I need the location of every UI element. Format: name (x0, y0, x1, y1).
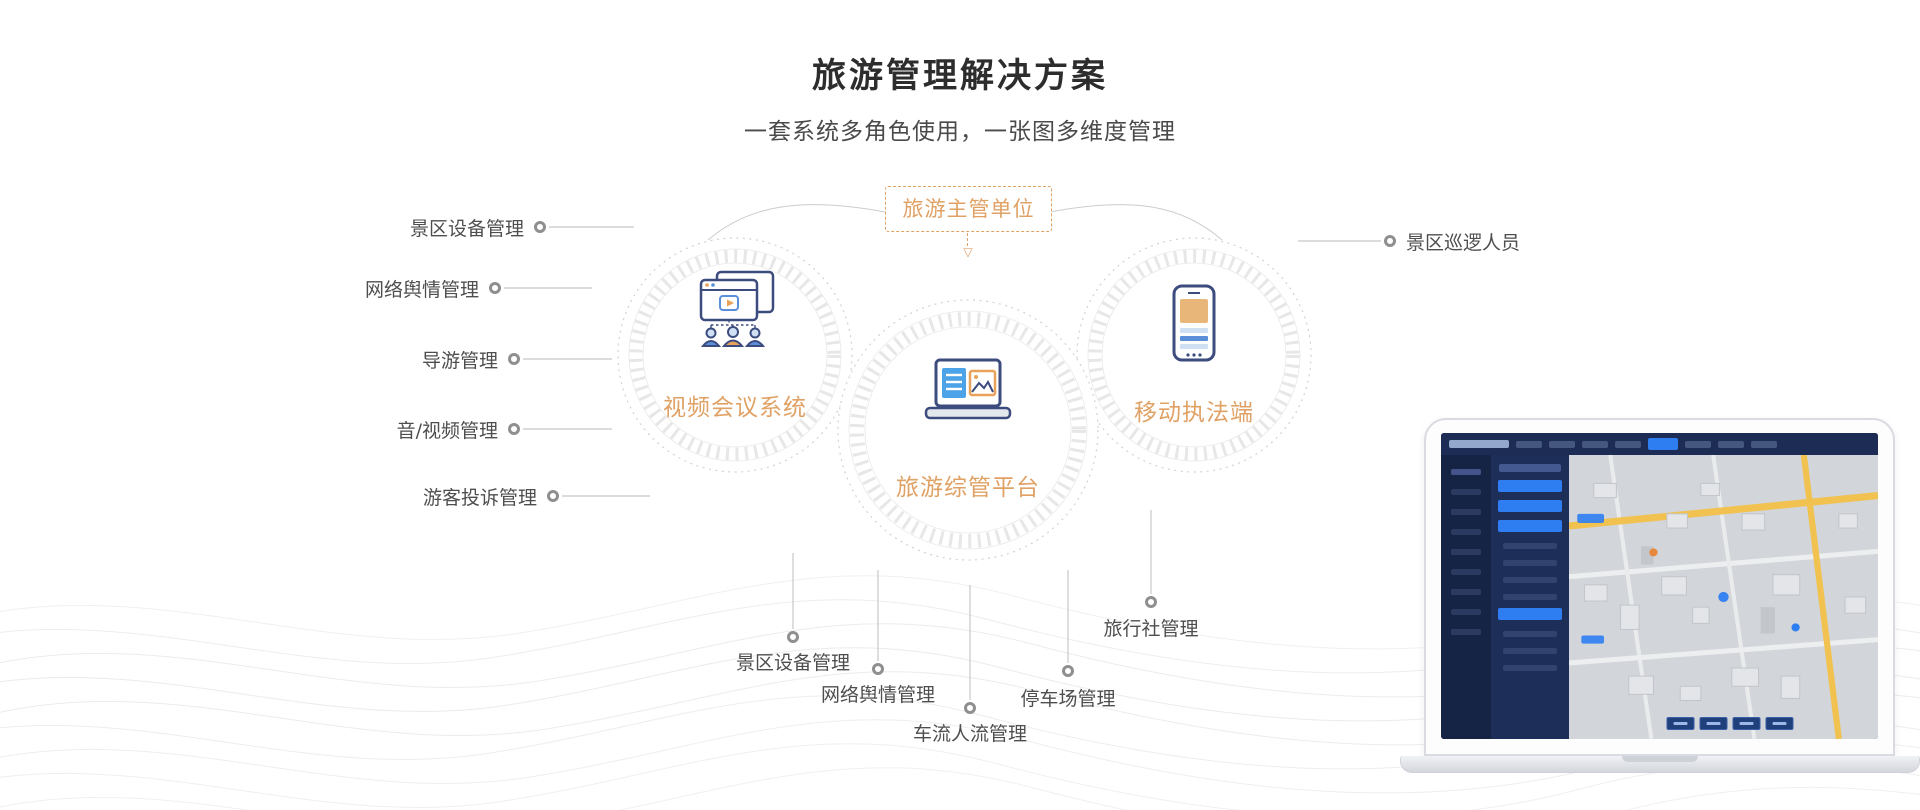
laptop-mockup-base (1400, 756, 1920, 773)
right-label-0-text: 景区巡逻人员 (1406, 231, 1521, 254)
bottom-label-3: 停车场管理 (1020, 688, 1116, 710)
bottom-label-0: 景区设备管理 (735, 652, 850, 674)
dashboard-illustration (1441, 433, 1878, 739)
dashboard-logo (1449, 440, 1509, 448)
left-label-3: 音/视频管理 (397, 416, 520, 442)
mobile-terminal-icon (1172, 284, 1216, 362)
connector-dot (964, 702, 976, 714)
arrow-down-icon: ▽ (963, 245, 973, 259)
connector-dot (489, 282, 501, 294)
connector-dot (787, 631, 799, 643)
connector-dot (1062, 665, 1074, 677)
authority-box: 旅游主管单位 (885, 186, 1052, 232)
video-conference-icon (699, 270, 775, 347)
map-tool-button (1765, 717, 1794, 730)
node-label-video-conference: 视频会议系统 (663, 395, 807, 421)
map-toolbar (1666, 717, 1794, 730)
dashboard-topbar (1441, 433, 1878, 455)
laptop-mockup-screen (1424, 418, 1895, 756)
node-label-platform: 旅游综管平台 (896, 475, 1040, 501)
map-3d-view (1569, 455, 1878, 739)
page-title: 旅游管理解决方案 (812, 56, 1108, 96)
bottom-label-1: 网络舆情管理 (820, 684, 935, 706)
left-label-2: 导游管理 (422, 346, 520, 372)
left-label-3-text: 音/视频管理 (396, 419, 498, 442)
left-label-2-text: 导游管理 (421, 349, 498, 372)
right-label-0: 景区巡逻人员 (1384, 228, 1520, 254)
left-label-1: 网络舆情管理 (365, 275, 501, 301)
map-tool-button (1699, 717, 1728, 730)
map-tool-button (1732, 717, 1761, 730)
dashboard-map (1569, 455, 1878, 739)
connector-dot (1384, 235, 1396, 247)
dashboard-active-tab (1648, 438, 1678, 450)
dashboard-sidebar (1441, 455, 1491, 739)
map-tool-button (1666, 717, 1695, 730)
left-label-0: 景区设备管理 (410, 214, 546, 240)
laptop-notch (1622, 756, 1698, 762)
dashboard-body (1441, 455, 1878, 739)
bottom-label-4: 旅行社管理 (1103, 618, 1199, 640)
bottom-label-2: 车流人流管理 (912, 723, 1027, 745)
left-label-4-text: 游客投诉管理 (422, 486, 537, 509)
left-label-0-text: 景区设备管理 (409, 217, 524, 240)
connector-dot (547, 490, 559, 502)
left-label-1-text: 网络舆情管理 (364, 278, 479, 301)
connector-dot (534, 221, 546, 233)
ring-platform (837, 299, 1099, 561)
page-subtitle: 一套系统多角色使用，一张图多维度管理 (744, 119, 1176, 145)
connector-dot (508, 353, 520, 365)
authority-arrow-line (967, 233, 968, 246)
connector-dot (872, 663, 884, 675)
dashboard-layer-panel (1491, 455, 1569, 739)
connector-dot (1145, 596, 1157, 608)
platform-laptop-icon (924, 358, 1012, 420)
left-label-4: 游客投诉管理 (423, 483, 559, 509)
node-label-mobile-enforcement: 移动执法端 (1134, 400, 1254, 426)
left-connectors (504, 226, 650, 497)
connector-dot (508, 423, 520, 435)
